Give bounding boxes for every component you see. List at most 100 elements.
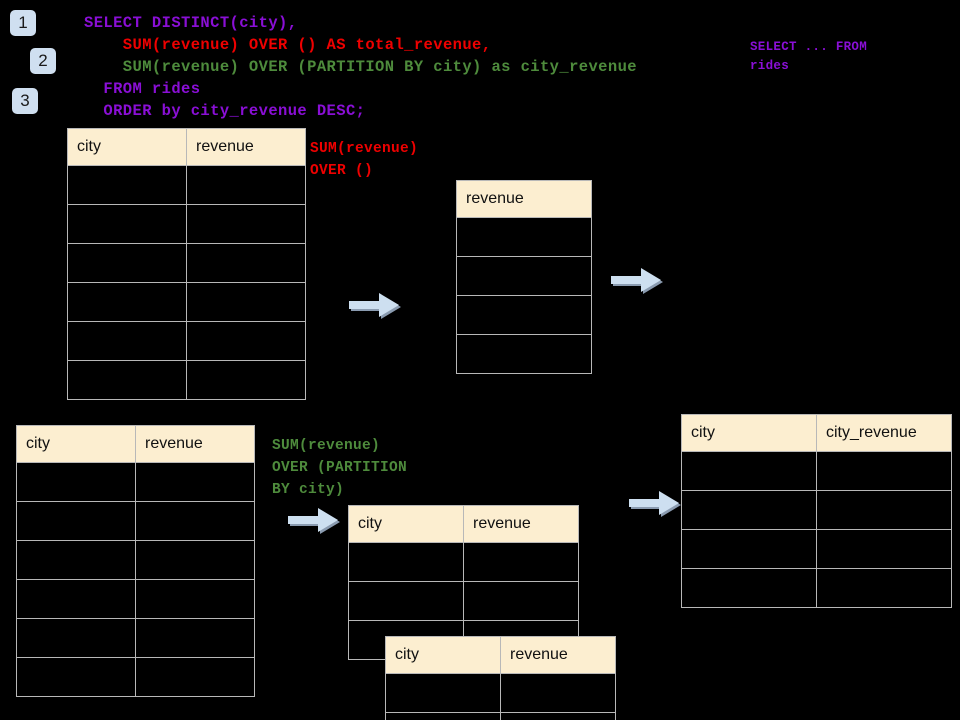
column-header-revenue: revenue (186, 128, 306, 166)
table-cell (67, 360, 187, 400)
sql-line-4: FROM rides (84, 80, 201, 98)
table-cell (67, 165, 187, 205)
table-row (16, 462, 255, 502)
side-note-line-1: SELECT ... FROM (750, 40, 868, 54)
table-row (67, 321, 306, 361)
table-cell (681, 490, 817, 530)
table-row (385, 712, 616, 720)
table-cell (16, 501, 136, 541)
table-row (67, 282, 306, 322)
side-note-line-2: rides (750, 59, 790, 73)
sum-over-partition-label-line-1: SUM(revenue) (272, 438, 381, 454)
column-header-revenue: revenue (500, 636, 616, 674)
table-cell (186, 204, 306, 244)
sql-line-5: ORDER by city_revenue DESC; (84, 102, 366, 120)
table-cell (135, 657, 255, 697)
table-cell (681, 529, 817, 569)
table-row (681, 490, 952, 530)
table-cell (681, 568, 817, 608)
table-row (67, 204, 306, 244)
table-header-row: revenue (456, 180, 592, 218)
table-cell (186, 321, 306, 361)
table-cell (463, 542, 579, 582)
column-header-city: city (16, 425, 136, 463)
table-row (456, 217, 592, 257)
table-cell (135, 618, 255, 658)
column-header-city_revenue: city_revenue (816, 414, 952, 452)
sql-line-2: SUM(revenue) OVER () AS total_revenue, (84, 36, 492, 54)
sql-line-3: SUM(revenue) OVER (PARTITION BY city) as… (84, 58, 637, 76)
table-cell (67, 321, 187, 361)
table-cell (67, 204, 187, 244)
sql-line-1: SELECT DISTINCT(city), (84, 14, 298, 32)
table-row (456, 256, 592, 296)
table-row (348, 542, 579, 582)
table-row (456, 334, 592, 374)
table-cell (816, 529, 952, 569)
table-cell (135, 540, 255, 580)
table-row (681, 568, 952, 608)
sum-over-empty-label-line-2: OVER () (310, 163, 374, 179)
arrow-source-to-partition (285, 505, 341, 535)
sql-query-code: SELECT DISTINCT(city), SUM(revenue) OVER… (84, 12, 637, 122)
total-revenue-table: revenue (456, 180, 592, 374)
table-cell (456, 334, 592, 374)
table-cell (816, 490, 952, 530)
table-cell (500, 712, 616, 720)
table-row (67, 360, 306, 400)
column-header-revenue: revenue (456, 180, 592, 218)
arrow-total-to-result (608, 265, 664, 295)
table-row (16, 501, 255, 541)
arrow-source-to-total (346, 290, 402, 320)
table-cell (681, 451, 817, 491)
table-cell (186, 282, 306, 322)
table-cell (135, 579, 255, 619)
step-badge-1: 1 (10, 10, 36, 36)
table-row (16, 657, 255, 697)
table-cell (456, 256, 592, 296)
table-cell (135, 462, 255, 502)
table-cell (16, 462, 136, 502)
table-cell (456, 217, 592, 257)
sum-over-partition-label: SUM(revenue) OVER (PARTITION BY city) (272, 435, 407, 501)
sum-over-partition-label-line-3: BY city) (272, 482, 345, 498)
table-cell (385, 673, 501, 713)
sum-over-partition-label-line-2: OVER (PARTITION (272, 460, 408, 476)
table-cell (67, 243, 187, 283)
table-cell (135, 501, 255, 541)
table-row (385, 673, 616, 713)
table-row (348, 581, 579, 621)
column-header-city: city (681, 414, 817, 452)
table-cell (385, 712, 501, 720)
table-cell (16, 540, 136, 580)
step-badge-2: 2 (30, 48, 56, 74)
sum-over-empty-label: SUM(revenue)OVER () (310, 138, 418, 182)
table-cell (16, 579, 136, 619)
table-cell (186, 360, 306, 400)
table-row (16, 540, 255, 580)
column-header-city: city (385, 636, 501, 674)
table-row (16, 579, 255, 619)
step-badge-3: 3 (12, 88, 38, 114)
column-header-city: city (348, 505, 464, 543)
table-row (681, 529, 952, 569)
table-cell (463, 581, 579, 621)
table-cell (500, 673, 616, 713)
table-cell (816, 568, 952, 608)
column-header-revenue: revenue (135, 425, 255, 463)
column-header-revenue: revenue (463, 505, 579, 543)
table-cell (16, 618, 136, 658)
select-from-rides-note: SELECT ... FROM rides (750, 38, 867, 76)
table-cell (186, 243, 306, 283)
table-row (67, 165, 306, 205)
table-row (67, 243, 306, 283)
table-cell (456, 295, 592, 335)
